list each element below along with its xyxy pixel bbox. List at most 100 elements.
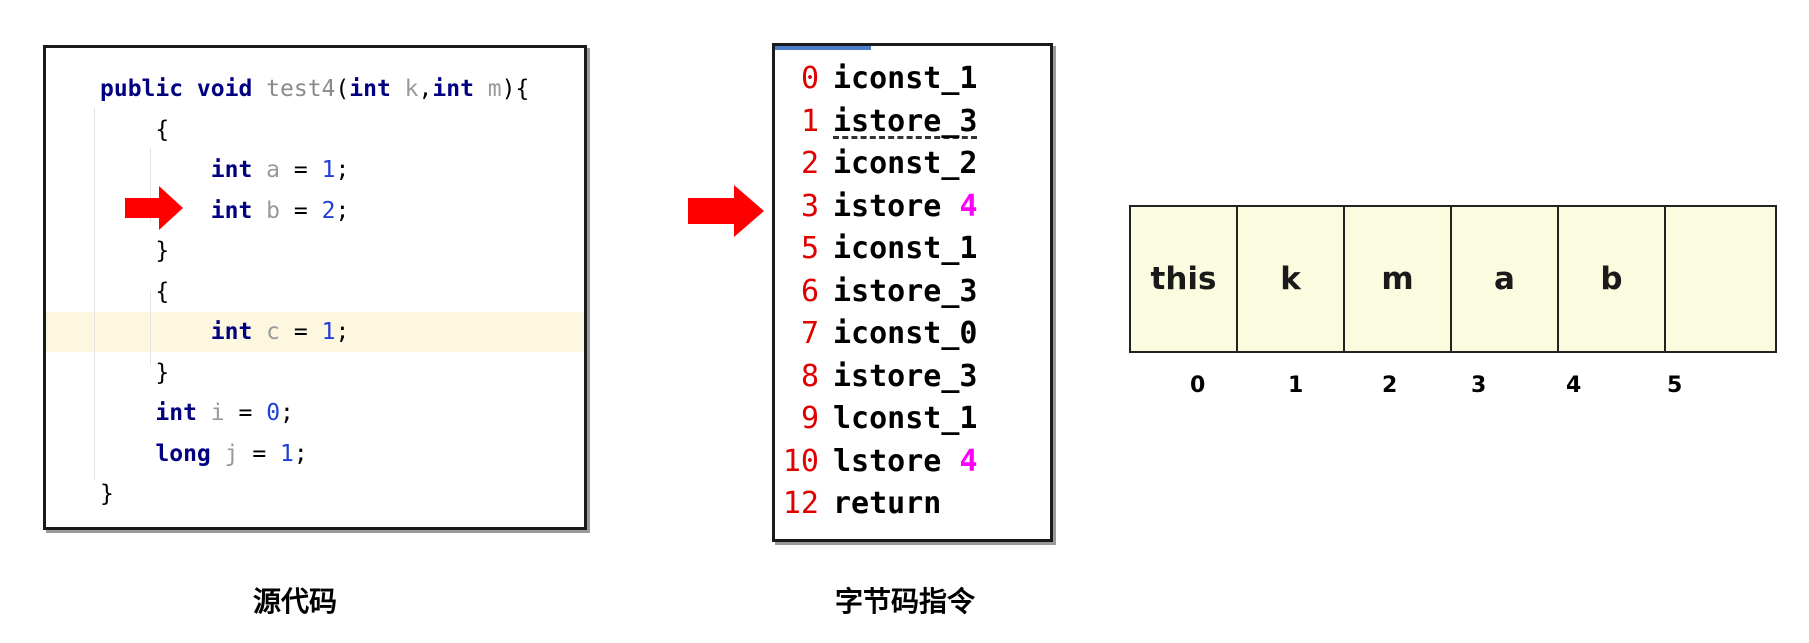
code-token: ( [335,76,350,102]
slot-index-label: 5 [1667,373,1683,398]
code-token: b [266,197,281,224]
bytecode-offset: 7 [800,316,819,351]
bytecode-opcode: lstore [833,443,960,479]
code-token: ; [293,440,308,467]
bytecode-opcode: return [833,486,942,521]
bytecode-opcode: istore_3 [833,273,978,309]
source-code-panel: public void test4(int k,int m){ { int a … [43,45,587,530]
local-variable-slot: b [1559,207,1666,351]
code-line: long j = 1; [46,434,584,474]
bytecode-opcode: lconst_1 [833,401,978,436]
code-token: ; [335,319,350,345]
bytecode-arrow-icon [688,185,764,237]
code-token: public void [100,76,267,102]
bytecode-offset: 3 [800,188,819,224]
bytecode-offset: 0 [800,61,819,96]
code-line: int a = 1; [46,150,584,190]
code-token: k [404,76,419,102]
code-line: public void test4(int k,int m){ [46,69,584,109]
code-token: m [487,76,502,102]
code-token: = [280,157,322,183]
local-variable-slot: m [1345,207,1452,351]
code-token: 1 [321,319,336,345]
code-token: = [224,400,267,426]
code-token: int [349,76,405,102]
code-token: long [100,440,225,467]
bytecode-instruction: 7 iconst_0 [775,313,978,355]
local-variable-slot: k [1238,207,1345,351]
code-token: , [418,76,433,102]
code-token: int [100,400,211,426]
bytecode-offset: 9 [800,401,819,436]
local-variable-slot [1666,207,1777,351]
code-line: } [46,474,584,514]
code-token: i [210,400,225,426]
bytecode-instruction: 5 iconst_1 [775,228,978,270]
code-token: a [266,157,281,183]
indent-guide [150,148,151,222]
bytecode-instruction: 0 iconst_1 [775,58,978,100]
bytecode-instruction: 1 istore_3 [775,101,978,143]
code-line: { [46,110,584,150]
code-token: = [280,319,322,345]
bytecode-offset: 8 [800,358,819,394]
bytecode-opcode: istore [833,188,960,224]
code-token: } [100,359,170,386]
code-line: int c = 1; [46,312,584,352]
code-token: 2 [321,197,336,224]
source-arrow-icon [125,186,183,230]
local-variable-slot: this [1131,207,1238,351]
bytecode-instruction: 9 lconst_1 [775,398,978,440]
source-code-caption: 源代码 [253,585,338,618]
slot-index-label: 2 [1382,373,1398,398]
code-token: } [100,481,114,507]
code-line: } [46,231,584,271]
code-token: 1 [321,157,336,183]
code-token: = [238,440,281,467]
local-variable-slot: a [1452,207,1559,351]
code-token: int [100,157,267,183]
code-token: } [100,238,170,264]
bytecode-opcode: iconst_0 [833,316,978,351]
code-token: int [432,76,488,102]
code-token: { [100,278,170,305]
code-token: 1 [280,440,294,467]
code-token: 0 [266,400,281,426]
slot-index-label: 0 [1190,373,1206,398]
bytecode-operand: 4 [959,443,978,479]
bytecode-opcode: istore_3 [833,103,978,139]
bytecode-opcode: iconst_1 [833,61,978,96]
bytecode-opcode: istore_3 [833,358,978,394]
bytecode-panel-tab-bar [775,46,871,50]
bytecode-instruction: 10 lstore 4 [775,441,978,483]
code-token: { [100,116,170,143]
code-token: int [100,319,267,345]
slot-index-label: 3 [1471,373,1487,398]
code-token: ; [280,400,294,426]
code-token: ; [335,157,350,183]
slot-index-label: 4 [1566,373,1582,398]
indent-guide [150,291,151,365]
bytecode-operand: 4 [959,188,978,224]
bytecode-instruction: 8 istore_3 [775,356,978,398]
code-line: } [46,353,584,393]
bytecode-offset: 5 [800,231,819,266]
bytecode-opcode: iconst_1 [833,231,978,266]
bytecode-instruction: 3 istore 4 [775,186,978,228]
bytecode-offset: 6 [800,273,819,309]
code-token: c [266,319,281,345]
bytecode-caption: 字节码指令 [835,585,976,618]
code-line: int b = 2; [46,191,584,231]
code-token: ){ [501,76,530,102]
indent-guide [94,108,95,480]
code-token: ; [335,197,350,224]
code-token: = [280,197,322,224]
bytecode-offset: 10 [782,443,819,479]
bytecode-offset: 12 [782,486,819,521]
bytecode-offset: 1 [800,103,819,139]
code-line: int i = 0; [46,393,584,433]
bytecode-opcode: iconst_2 [833,146,978,181]
